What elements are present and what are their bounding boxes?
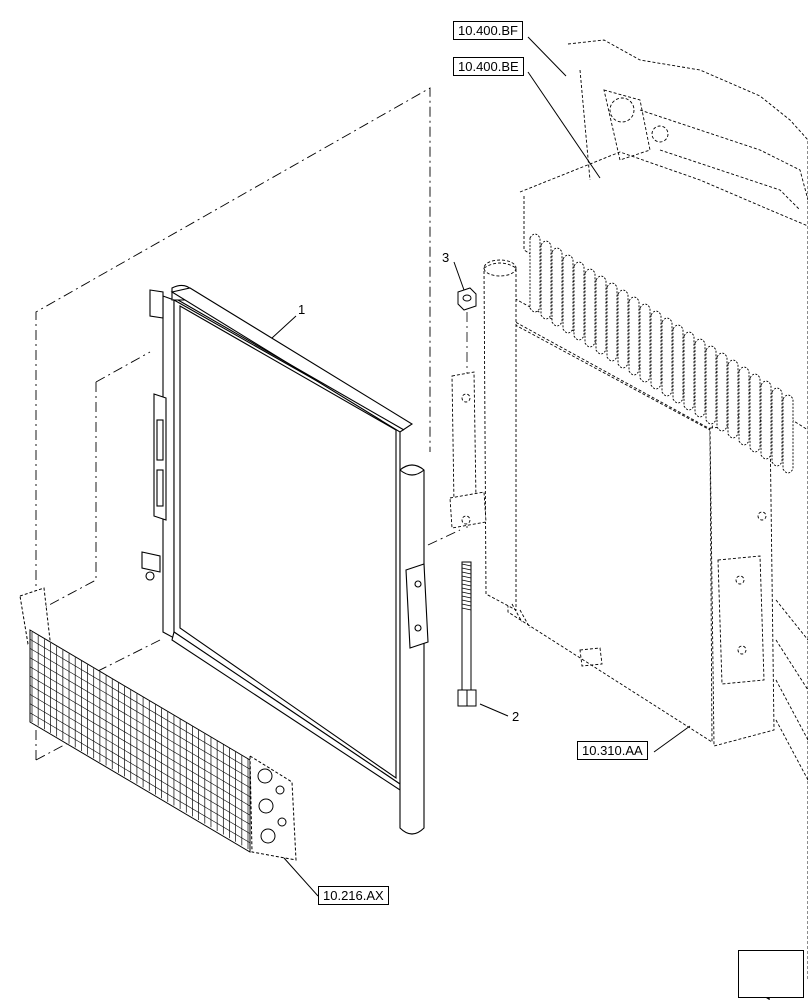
callout-part-3: 3 [442, 250, 450, 265]
assembly-envelope-lines [35, 87, 461, 761]
reference-label-10-216-ax[interactable]: 10.216.AX [318, 886, 389, 905]
condenser-part-1 [141, 284, 429, 835]
reference-label-10-400-be[interactable]: 10.400.BE [453, 57, 524, 76]
oil-cooler-assembly [19, 587, 297, 861]
navigation-button[interactable] [738, 950, 804, 998]
reference-label-10-400-bf[interactable]: 10.400.BF [453, 21, 523, 40]
leader-lines [271, 36, 691, 897]
radiator-core-fins [529, 233, 794, 474]
reference-label-10-310-aa[interactable]: 10.310.AA [577, 741, 648, 760]
callout-part-2: 2 [512, 709, 520, 724]
bolt-part-2 [457, 561, 477, 707]
callout-part-1: 1 [298, 302, 306, 317]
radiator-assembly [449, 39, 808, 980]
